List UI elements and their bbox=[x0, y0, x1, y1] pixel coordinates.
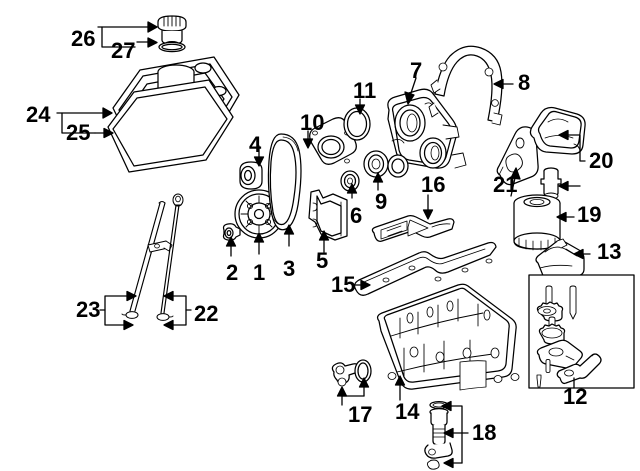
callout-label-24: 24 bbox=[26, 102, 51, 127]
timing-cover-graphic bbox=[387, 88, 467, 178]
oil-filler-seal-graphic bbox=[158, 41, 186, 53]
leader-9 bbox=[372, 172, 384, 191]
oil-filter-adapter-graphic bbox=[529, 106, 586, 155]
oil-level-sensor-graphic bbox=[424, 400, 453, 470]
callout-label-20: 20 bbox=[589, 148, 614, 173]
callout-label-12: 12 bbox=[563, 384, 588, 409]
callout-label-4: 4 bbox=[249, 132, 262, 157]
oil-cooler-gasket-graphic bbox=[496, 126, 539, 186]
callout-label-25: 25 bbox=[66, 120, 91, 145]
leader-4 bbox=[253, 145, 265, 167]
oil-pump-assembly-graphic bbox=[528, 274, 635, 389]
leader-19 bbox=[556, 211, 575, 223]
oil-filler-cap-graphic bbox=[157, 15, 187, 48]
callout-label-9: 9 bbox=[375, 189, 388, 214]
callout-label-11: 11 bbox=[353, 78, 377, 103]
leader-3 bbox=[283, 224, 295, 247]
timing-chain-graphic bbox=[267, 133, 302, 231]
oil-pan-gasket-graphic bbox=[353, 241, 497, 296]
leader-2 bbox=[225, 236, 237, 257]
leader-18 bbox=[441, 400, 469, 469]
leader-20 bbox=[558, 129, 586, 192]
leader-5 bbox=[318, 230, 330, 253]
leader-8 bbox=[493, 78, 514, 90]
oil-dipstick-graphic bbox=[156, 193, 184, 321]
leader-1 bbox=[253, 232, 265, 255]
oil-pan-graphic bbox=[376, 283, 520, 391]
callout-label-7: 7 bbox=[410, 58, 423, 83]
callout-label-18: 18 bbox=[472, 420, 497, 445]
callout-label-13: 13 bbox=[597, 239, 622, 264]
leader-11 bbox=[354, 98, 366, 115]
callout-label-1: 1 bbox=[253, 260, 266, 285]
dipstick-tube-graphic bbox=[121, 201, 173, 319]
leader-23 bbox=[99, 290, 137, 331]
o-ring-large-graphic bbox=[343, 107, 371, 141]
chain-guide-graphic bbox=[308, 189, 348, 241]
valve-cover-gasket-graphic bbox=[107, 79, 234, 173]
leader-13 bbox=[573, 248, 591, 260]
callout-label-23: 23 bbox=[76, 297, 101, 322]
callout-label-2: 2 bbox=[226, 260, 239, 285]
oil-filter-fitting-graphic bbox=[540, 167, 562, 200]
callout-label-3: 3 bbox=[283, 256, 296, 281]
leader-14 bbox=[394, 375, 406, 401]
callout-label-16: 16 bbox=[421, 172, 446, 197]
callout-label-27: 27 bbox=[111, 38, 136, 63]
callout-label-8: 8 bbox=[518, 70, 531, 95]
timing-cover-gasket-graphic bbox=[428, 45, 503, 126]
callout-label-6: 6 bbox=[350, 203, 363, 228]
crankshaft-sprocket-graphic bbox=[239, 161, 263, 190]
callout-label-17: 17 bbox=[348, 402, 373, 427]
callout-label-10: 10 bbox=[300, 110, 325, 135]
leader-10 bbox=[302, 130, 314, 149]
leader-7 bbox=[404, 77, 417, 105]
leader-24-25 bbox=[56, 107, 114, 139]
callout-label-5: 5 bbox=[316, 248, 329, 273]
leader-15 bbox=[352, 279, 371, 291]
windage-tray-graphic bbox=[371, 215, 455, 242]
callout-label-15: 15 bbox=[331, 272, 356, 297]
callout-label-22: 22 bbox=[194, 301, 219, 326]
camshaft-seal-graphic bbox=[363, 150, 389, 178]
pulley-bolt-graphic bbox=[222, 223, 241, 241]
callout-label-21: 21 bbox=[493, 172, 518, 197]
callout-label-14: 14 bbox=[395, 399, 420, 424]
leader-22 bbox=[163, 290, 192, 331]
leader-17 bbox=[336, 377, 370, 406]
leader-26-27 bbox=[97, 21, 158, 48]
leader-6 bbox=[346, 183, 358, 199]
callout-label-26: 26 bbox=[71, 26, 96, 51]
leader-21 bbox=[510, 167, 521, 197]
oil-pan-plug-seal-graphic bbox=[354, 359, 372, 383]
leader-16 bbox=[422, 194, 434, 220]
oil-filter-graphic bbox=[513, 194, 561, 251]
callout-label-19: 19 bbox=[577, 202, 602, 227]
